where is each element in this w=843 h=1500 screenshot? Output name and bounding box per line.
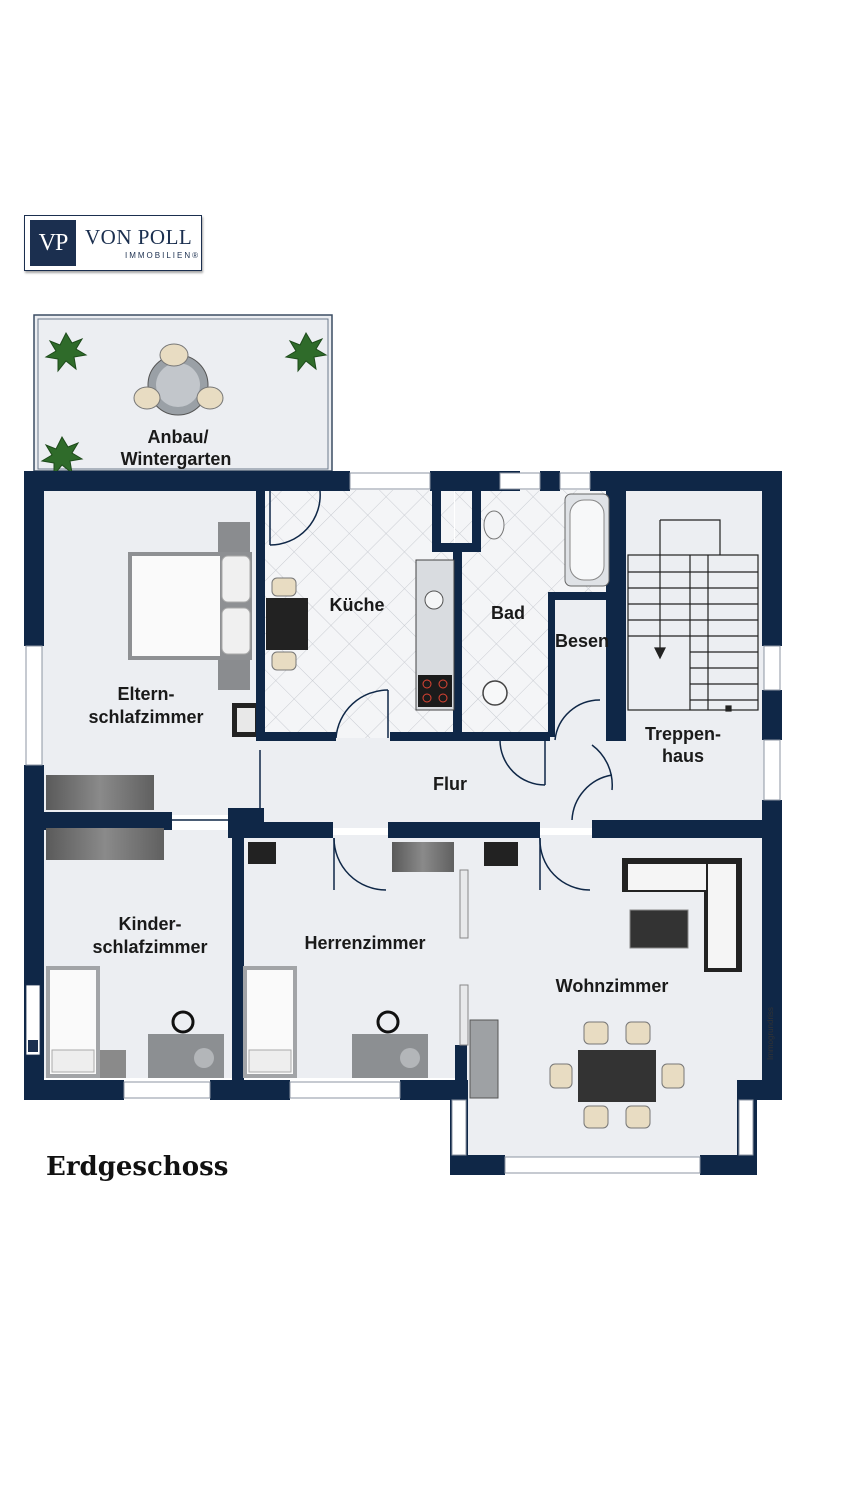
armchair-icon xyxy=(484,842,518,866)
kitchen-sink-icon xyxy=(424,590,444,610)
room-label-treppen-2: haus xyxy=(662,746,704,766)
armchair-icon xyxy=(248,842,276,864)
room-label-anbau-1: Anbau/ xyxy=(148,427,209,447)
room-label-kinder-2: schlafzimmer xyxy=(92,937,207,957)
single-bed-icon xyxy=(243,966,297,1078)
desk-icon xyxy=(352,1010,428,1078)
room-label-kueche: Küche xyxy=(329,595,384,615)
coffee-table-icon xyxy=(629,909,689,949)
wintergarten-area xyxy=(33,314,333,472)
wardrobe-icon xyxy=(46,775,154,810)
floor-title: Erdgeschoss xyxy=(46,1152,229,1182)
room-label-bad: Bad xyxy=(491,603,525,623)
dining-table-icon xyxy=(549,1021,685,1129)
windows xyxy=(25,472,781,1174)
room-label-eltern-1: Eltern- xyxy=(117,684,174,704)
wardrobe-icon xyxy=(46,828,164,860)
dining-table-icon xyxy=(266,577,308,671)
single-bed-icon xyxy=(46,966,100,1078)
sliding-door-icon xyxy=(459,869,469,939)
desk-chair-icon xyxy=(376,1010,400,1034)
room-label-wohn: Wohnzimmer xyxy=(556,976,669,996)
watermark-text: Immogrundriss xyxy=(766,1007,775,1060)
stairs-icon xyxy=(627,519,759,712)
shelf-icon xyxy=(392,842,454,872)
room-label-flur: Flur xyxy=(433,774,467,794)
toilet-icon xyxy=(482,680,508,706)
vp-badge-icon xyxy=(25,984,41,1056)
room-label-kinder-1: Kinder- xyxy=(119,914,182,934)
nightstand-icon xyxy=(100,1050,126,1078)
desk-icon xyxy=(148,1010,224,1078)
stove-icon xyxy=(418,675,452,707)
room-label-anbau-2: Wintergarten xyxy=(121,449,232,469)
kitchen-counter xyxy=(415,559,455,711)
sink-icon xyxy=(483,510,505,540)
room-label-eltern-2: schlafzimmer xyxy=(88,707,203,727)
doors xyxy=(172,490,613,891)
logo-mark: VP xyxy=(30,220,76,266)
sliding-door-icon xyxy=(459,984,469,1046)
double-bed-icon xyxy=(128,522,252,690)
logo-sub: IMMOBILIEN® xyxy=(125,251,201,260)
logo-name: VON POLL xyxy=(85,225,193,249)
sofa-icon xyxy=(622,858,742,972)
chair-icon xyxy=(196,386,224,410)
chair-icon xyxy=(133,386,161,410)
tv-sideboard-icon xyxy=(469,1019,499,1099)
room-label-treppen-1: Treppen- xyxy=(645,724,721,744)
room-label-herren: Herrenzimmer xyxy=(304,933,425,953)
room-label-besen: Besen xyxy=(555,631,609,651)
bathtub-icon xyxy=(564,493,610,587)
chair-icon xyxy=(159,343,189,367)
desk-chair-icon xyxy=(171,1010,195,1034)
von-poll-logo: VP VON POLL IMMOBILIEN® xyxy=(24,215,202,271)
